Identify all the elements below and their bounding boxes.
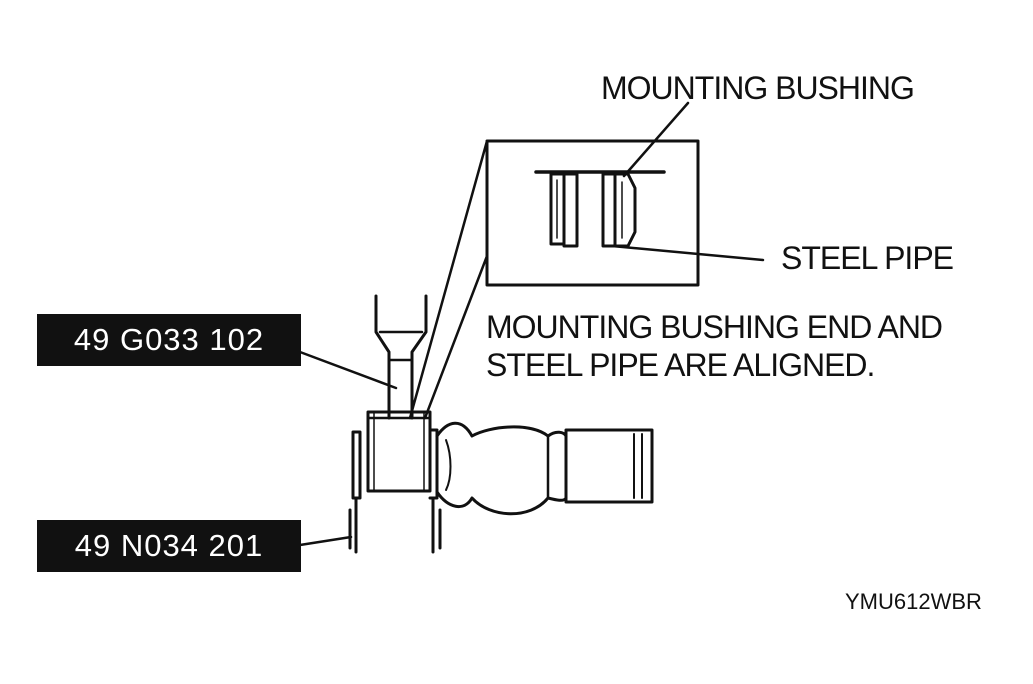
upper-tool-right-side	[410, 294, 428, 420]
detail-pointer-left	[408, 139, 489, 420]
bushing-section-right	[613, 172, 637, 248]
steel-pipe-section-left	[562, 172, 579, 248]
figure-code: YMU612WBR	[845, 589, 982, 614]
mounting-bushing-body	[366, 410, 432, 493]
upper-tool-left-side	[374, 294, 391, 420]
leader-steel-pipe	[610, 244, 765, 262]
alignment-note-line-1: MOUNTING BUSHING END AND	[486, 309, 943, 345]
alignment-note-line-2: STEEL PIPE ARE ALIGNED.	[486, 347, 875, 383]
lower-tool-left-plate	[351, 430, 362, 500]
label-steel-pipe: STEEL PIPE	[781, 240, 954, 276]
label-mounting-bushing: MOUNTING BUSHING	[601, 70, 915, 106]
control-arm-upper-edge	[435, 421, 568, 438]
control-arm-end-tube	[564, 428, 654, 504]
control-arm-lower-edge	[435, 490, 568, 516]
leader-lower-tool	[298, 535, 353, 547]
steel-pipe-section-right	[601, 172, 617, 248]
leader-mounting-bushing	[622, 101, 690, 178]
alignment-note: MOUNTING BUSHING END AND STEEL PIPE ARE …	[486, 308, 943, 384]
detail-pointer-right	[423, 254, 489, 420]
leader-upper-tool	[298, 350, 398, 390]
tool-tag-upper: 49 G033 102	[37, 314, 301, 366]
detail-inset-box	[485, 139, 700, 287]
tool-tag-lower: 49 N034 201	[37, 520, 301, 572]
